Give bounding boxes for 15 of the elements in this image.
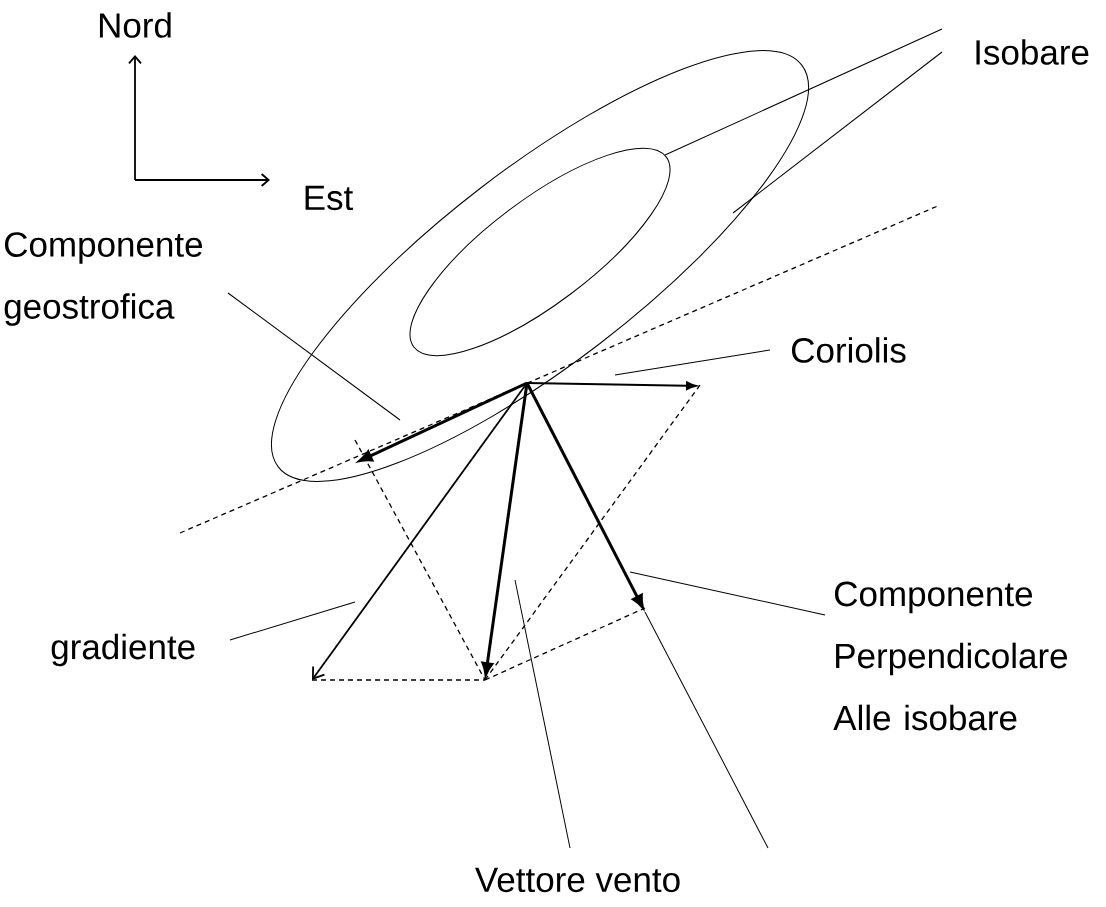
text-label: gradiente bbox=[51, 633, 195, 667]
text-label: Isobare bbox=[976, 39, 1089, 65]
leader-line bbox=[629, 571, 826, 616]
leader-line bbox=[614, 349, 771, 376]
text-label: Componente Perpendicolare Alle isobare bbox=[833, 581, 1068, 731]
axis-label: Nord bbox=[99, 12, 171, 38]
leader-line bbox=[514, 579, 571, 849]
leader-line bbox=[229, 601, 356, 641]
text-label: Componente geostrofica bbox=[4, 232, 203, 326]
leader-line bbox=[664, 28, 943, 156]
text-label: Vettore vento bbox=[475, 867, 680, 893]
text-label: Coriolis bbox=[792, 337, 906, 363]
leader-line bbox=[227, 292, 401, 421]
leader-line bbox=[732, 51, 943, 214]
axis-label: Est bbox=[305, 185, 354, 211]
